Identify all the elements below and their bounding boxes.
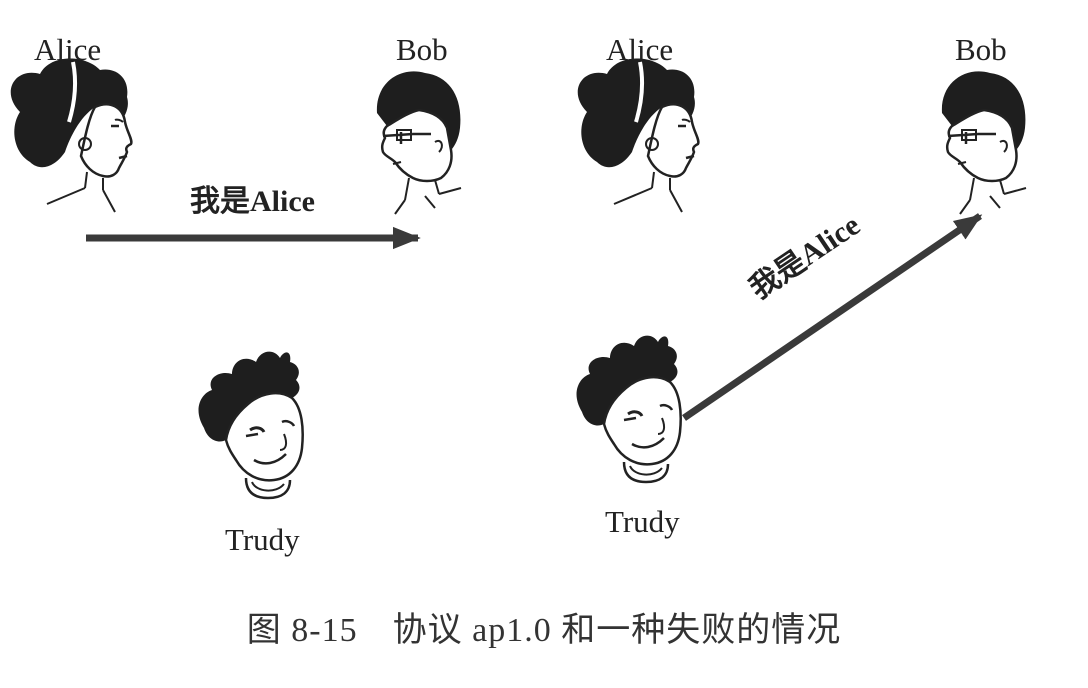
alice-figure (575, 56, 701, 214)
bob-label: Bob (396, 32, 448, 67)
alice-label: Alice (34, 32, 102, 67)
figure-caption: 图 8-15 协议 ap1.0 和一种失败的情况 (246, 612, 842, 649)
message-arrow (682, 213, 983, 421)
alice-figure (8, 56, 134, 214)
bob-figure (940, 70, 1028, 216)
trudy-figure (197, 350, 305, 500)
alice-label: Alice (606, 32, 674, 67)
message-label: 我是Alice (190, 185, 315, 218)
trudy-figure (575, 334, 683, 484)
trudy-label: Trudy (605, 504, 680, 539)
bob-label: Bob (955, 32, 1007, 67)
trudy-label: Trudy (225, 522, 300, 557)
bob-figure (375, 70, 463, 216)
